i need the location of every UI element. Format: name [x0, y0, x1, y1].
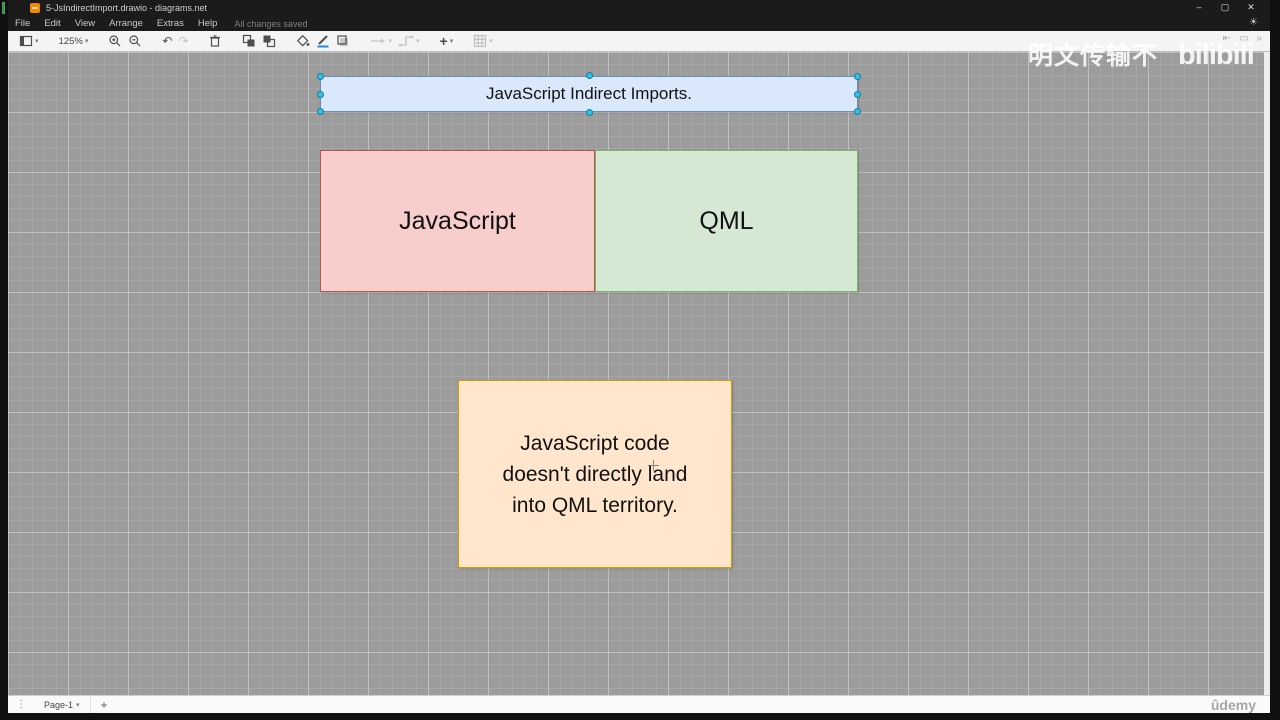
shape-javascript-label: JavaScript: [399, 206, 516, 235]
pages-menu-icon[interactable]: ⋮: [16, 699, 26, 710]
redo-icon: ↷: [178, 34, 189, 48]
selection-handle[interactable]: [586, 72, 593, 79]
diagram-canvas[interactable]: JavaScript Indirect Imports. JavaScript …: [8, 52, 1270, 695]
zoom-out-icon: [129, 35, 141, 47]
selection-handle[interactable]: [586, 109, 593, 116]
line-color-button[interactable]: [313, 32, 333, 50]
menu-extras[interactable]: Extras: [156, 18, 184, 29]
undo-button[interactable]: ↶: [159, 32, 175, 50]
menu-edit[interactable]: Edit: [44, 18, 61, 29]
maximize-button[interactable]: ▢: [1220, 2, 1230, 12]
trash-icon: [210, 35, 221, 47]
window-title: 5-JsIndirectImport.drawio - diagrams.net: [46, 3, 208, 13]
delete-button[interactable]: [205, 32, 225, 50]
vertical-scrollbar[interactable]: [1264, 52, 1270, 695]
shape-title[interactable]: JavaScript Indirect Imports.: [317, 72, 861, 116]
menu-bar: File Edit View Arrange Extras Help All c…: [8, 16, 1270, 31]
shadow-button[interactable]: [333, 32, 353, 50]
insert-dropdown[interactable]: + ▾: [439, 33, 454, 49]
undo-icon: ↶: [162, 34, 173, 48]
zoom-in-icon: [109, 35, 121, 47]
page-bar: ⋮ Page-1 ▾ + ûdemy: [8, 695, 1270, 713]
to-back-icon: [263, 35, 276, 48]
menu-help[interactable]: Help: [197, 18, 218, 29]
shadow-icon: [337, 35, 349, 46]
line-color-icon: [317, 35, 329, 48]
panels-icon: [19, 35, 33, 47]
insert-icon: +: [439, 33, 448, 49]
menu-file[interactable]: File: [15, 18, 31, 29]
redo-button[interactable]: ↷: [175, 32, 191, 50]
to-back-button[interactable]: [259, 32, 279, 50]
selection-handle[interactable]: [854, 91, 861, 98]
page-caret-icon: ▾: [76, 701, 80, 709]
waypoint-icon: [398, 35, 414, 47]
add-page-button[interactable]: +: [100, 697, 108, 712]
tab-page-1[interactable]: Page-1 ▾: [34, 696, 91, 713]
fill-color-icon: [297, 34, 310, 47]
move-cursor-icon: [648, 460, 659, 471]
to-front-button[interactable]: [239, 32, 259, 50]
selection-handle[interactable]: [854, 108, 861, 115]
menu-view[interactable]: View: [74, 18, 96, 29]
selection-handle[interactable]: [317, 108, 324, 115]
shape-note-label: JavaScript code doesn't directly land in…: [502, 431, 688, 517]
shape-note[interactable]: JavaScript code doesn't directly land in…: [458, 380, 732, 568]
shape-qml[interactable]: QML: [595, 150, 858, 292]
page-tab-label: Page-1: [44, 699, 74, 710]
table-grid-icon: [474, 34, 487, 48]
expand-icon[interactable]: »: [1256, 33, 1262, 44]
zoom-level: 125%: [58, 35, 83, 47]
save-status: All changes saved: [234, 18, 308, 29]
title-bar: 5-JsIndirectImport.drawio - diagrams.net…: [8, 0, 1270, 16]
format-panel-icon[interactable]: ▭: [1238, 33, 1249, 44]
shape-title-label: JavaScript Indirect Imports.: [486, 84, 692, 103]
drawio-app-icon: [30, 3, 40, 13]
shape-qml-label: QML: [699, 206, 754, 235]
udemy-watermark: ûdemy: [1210, 697, 1256, 713]
view-panels-button[interactable]: ▾: [16, 32, 42, 50]
zoom-dropdown[interactable]: 125% ▾: [58, 35, 89, 47]
close-button[interactable]: ✕: [1247, 2, 1255, 12]
zoom-in-button[interactable]: [105, 32, 125, 50]
to-front-icon: [243, 34, 255, 47]
connection-style-dropdown[interactable]: ▾: [367, 32, 395, 50]
fill-color-button[interactable]: [293, 32, 313, 50]
toolbar: ▾ 125% ▾: [8, 31, 1270, 52]
waypoint-style-dropdown[interactable]: ▾: [395, 32, 423, 50]
collapse-panel-icon[interactable]: ⇤: [1222, 33, 1231, 44]
table-dropdown[interactable]: ▾: [470, 32, 496, 50]
video-artifact: [2, 2, 5, 14]
selection-handle[interactable]: [317, 73, 324, 80]
theme-sun-icon[interactable]: ☀: [1249, 17, 1258, 28]
zoom-out-button[interactable]: [125, 32, 145, 50]
minimize-button[interactable]: –: [1196, 2, 1202, 12]
selection-handle[interactable]: [317, 91, 324, 98]
shape-javascript[interactable]: JavaScript: [320, 150, 595, 292]
menu-arrange[interactable]: Arrange: [109, 18, 143, 29]
selection-handle[interactable]: [854, 73, 861, 80]
connection-arrow-icon: [371, 38, 386, 44]
